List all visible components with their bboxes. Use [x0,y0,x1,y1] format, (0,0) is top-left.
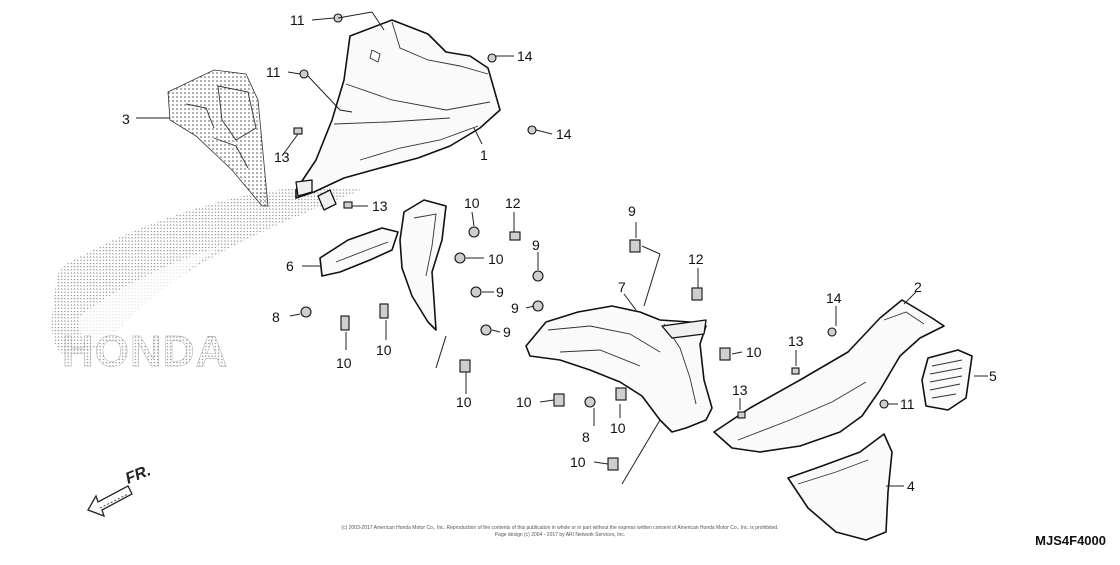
fastener-8b [584,396,596,408]
fastener-9b [470,286,482,298]
callout-11: 11 [900,396,915,412]
callout-11: 11 [266,64,281,80]
fastener-10a [468,226,480,238]
callout-10: 10 [610,420,626,436]
callout-10: 10 [376,342,392,358]
callout-9: 9 [511,300,519,316]
fastener-9c [532,300,544,312]
part-3-inner-cover [167,69,269,207]
callout-4: 4 [907,478,915,494]
fastener-13c [791,367,800,375]
callout-9: 9 [496,284,504,300]
front-arrow-icon [87,485,133,518]
fastener-13d [737,411,746,419]
copyright-line-1: (c) 2003-2017 American Honda Motor Co., … [341,525,778,531]
callout-12: 12 [688,251,704,267]
callout-14: 14 [556,126,572,142]
part-5-grille [921,349,973,411]
part-1-upper-fairing [295,19,501,211]
fastener-10c [340,315,350,331]
callout-2: 2 [914,279,922,295]
callout-12: 12 [505,195,521,211]
callout-3: 3 [122,111,130,127]
callout-14: 14 [517,48,533,64]
fastener-10j [607,457,619,471]
fastener-12b [691,287,703,301]
front-direction-indicator: FR. [87,462,153,518]
fastener-10e [459,359,471,373]
fastener-13a [293,127,303,135]
fastener-10d [379,303,389,319]
callout-10: 10 [456,394,472,410]
callout-14: 14 [826,290,842,306]
callout-10: 10 [336,355,352,371]
callout-13: 13 [732,382,748,398]
part-7-middle-cowl [525,305,713,433]
callout-10: 10 [488,251,504,267]
part-2-side-cover [713,299,945,453]
fastener-8a [300,306,312,318]
callout-labels: 11 11 14 14 3 13 1 13 10 12 10 6 9 9 9 8… [122,12,997,494]
callout-10: 10 [464,195,480,211]
callout-5: 5 [989,368,997,384]
callout-8: 8 [582,429,590,445]
fastener-9a [532,270,544,282]
copyright-line-2: Page design (c) 2004 - 2017 by ARI Netwo… [495,532,625,538]
fastener-14c [827,327,837,337]
fasteners [293,13,889,471]
fastener-9d [480,324,492,336]
callout-10: 10 [570,454,586,470]
callout-13: 13 [372,198,388,214]
callout-8: 8 [272,309,280,325]
fastener-12a [509,231,521,241]
fastener-10g [719,347,731,361]
fastener-13b [343,201,353,209]
part-6-side-panel [319,227,399,277]
fastener-11c [879,399,889,409]
callout-1: 1 [480,147,488,163]
fastener-14a [487,53,497,63]
fastener-10i [615,387,627,401]
callout-13: 13 [274,149,290,165]
front-direction-label: FR. [123,462,153,487]
callout-7: 7 [618,279,626,295]
callout-13: 13 [788,333,804,349]
diagram-code: MJS4F4000 [1035,533,1106,548]
left-inner-panel [399,199,447,331]
callout-11: 11 [290,12,305,28]
callout-9: 9 [532,237,540,253]
fastener-10b [454,252,466,264]
callout-10: 10 [746,344,762,360]
callout-10: 9 [628,203,636,219]
callout-10: 10 [516,394,532,410]
fastener-11b [299,69,309,79]
honda-wing-watermark: HONDA [51,186,362,376]
honda-watermark-text: HONDA [62,327,228,376]
callout-9: 9 [503,324,511,340]
fastener-10h [553,393,565,407]
fastener-10f [629,239,641,253]
fastener-14b [527,125,537,135]
part-4-lower-cover [787,433,893,541]
callout-6: 6 [286,258,294,274]
leader-lines [136,11,988,487]
